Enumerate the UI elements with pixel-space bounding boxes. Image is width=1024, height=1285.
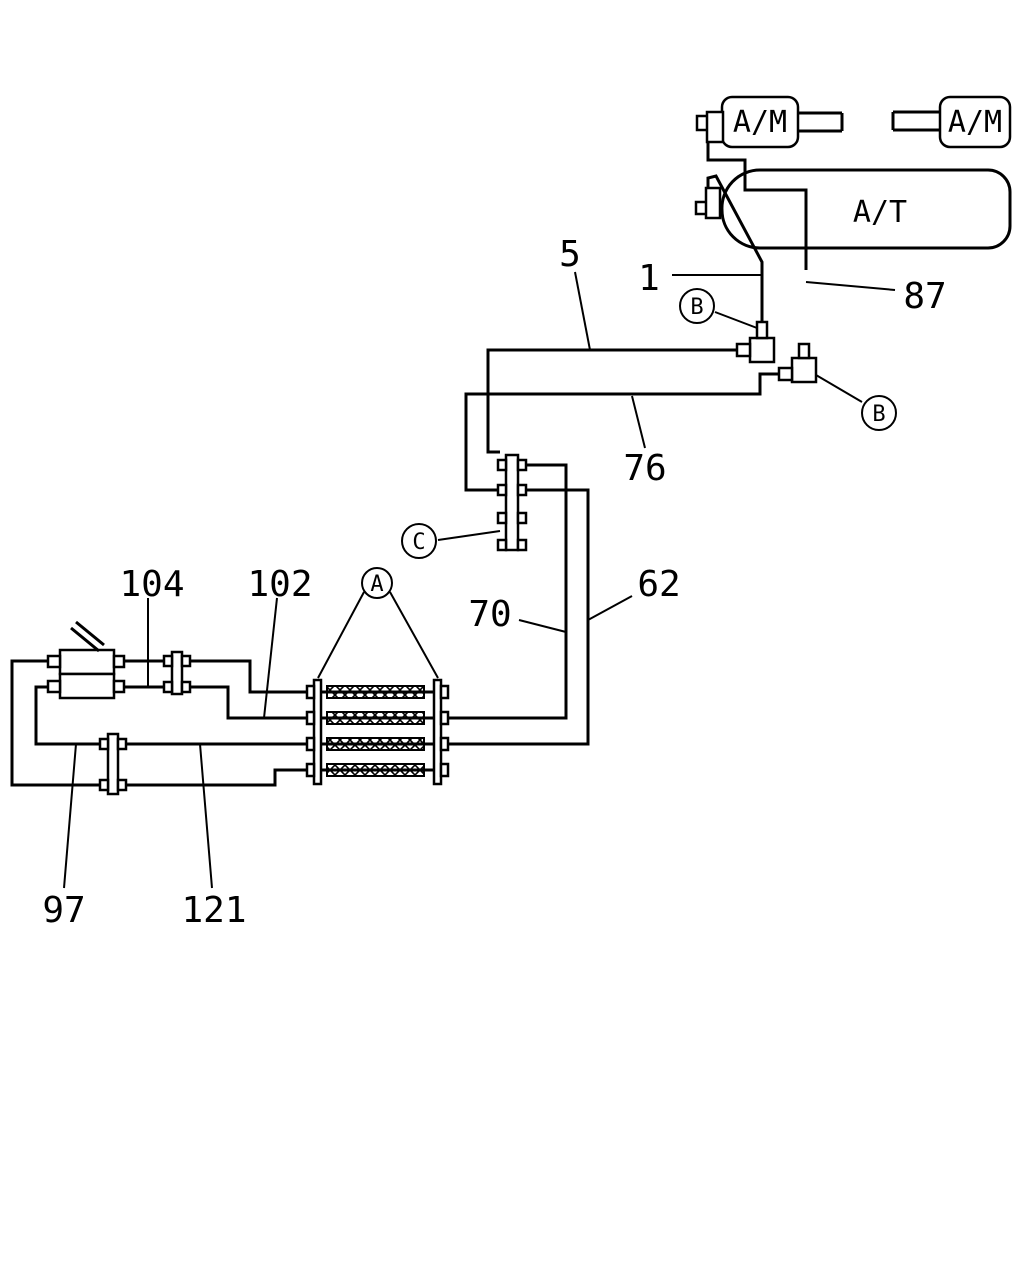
svg-text:A: A bbox=[370, 572, 383, 597]
at-tank: A/T bbox=[720, 168, 1012, 250]
callout-a: A bbox=[361, 567, 393, 599]
am-right-unit: A/M bbox=[891, 95, 1012, 149]
label-62: 62 bbox=[637, 564, 680, 605]
callout-b-lower: B bbox=[861, 395, 897, 431]
am-left-fitting bbox=[695, 110, 808, 270]
label-121: 121 bbox=[181, 890, 246, 931]
svg-text:C: C bbox=[412, 530, 425, 555]
svg-text:B: B bbox=[690, 295, 703, 320]
pipe-97 bbox=[10, 659, 307, 787]
heat-exchanger-a bbox=[305, 678, 450, 786]
label-76: 76 bbox=[623, 448, 666, 489]
manifold-c bbox=[496, 453, 528, 552]
leader-121 bbox=[199, 743, 213, 889]
leader-87 bbox=[805, 281, 896, 291]
label-102: 102 bbox=[247, 564, 312, 605]
leader-70 bbox=[518, 619, 567, 633]
valve-b-lower bbox=[777, 342, 818, 384]
callout-b-upper: B bbox=[679, 288, 715, 324]
pipe-62 bbox=[445, 488, 590, 746]
leader-76 bbox=[631, 395, 646, 449]
leader-b-lower bbox=[815, 374, 863, 403]
valve-b-upper bbox=[735, 320, 776, 364]
label-104: 104 bbox=[119, 564, 184, 605]
union-upper bbox=[162, 650, 192, 696]
at-tank-fitting bbox=[694, 174, 764, 322]
at-tank-label: A/T bbox=[853, 195, 907, 230]
am-left-label: A/M bbox=[733, 105, 787, 140]
left-unit bbox=[46, 620, 126, 700]
label-70: 70 bbox=[468, 594, 511, 635]
leader-102 bbox=[263, 597, 278, 719]
label-87: 87 bbox=[903, 276, 946, 317]
leader-a bbox=[317, 591, 439, 679]
am-left-unit: A/M bbox=[720, 95, 844, 149]
pipe-121 bbox=[34, 685, 307, 746]
leader-62 bbox=[587, 595, 633, 621]
pipe-5 bbox=[486, 348, 737, 454]
callout-c: C bbox=[401, 523, 437, 559]
pipe-76 bbox=[464, 372, 779, 492]
am-right-label: A/M bbox=[948, 105, 1002, 140]
pipe-70 bbox=[445, 463, 568, 720]
leader-c bbox=[437, 530, 501, 541]
union-lower bbox=[98, 732, 128, 796]
leader-97 bbox=[63, 743, 77, 889]
label-97: 97 bbox=[42, 890, 85, 931]
label-1: 1 bbox=[638, 258, 660, 299]
label-5: 5 bbox=[559, 234, 581, 275]
leader-b-upper bbox=[714, 311, 758, 329]
svg-text:B: B bbox=[872, 402, 885, 427]
leader-5 bbox=[574, 271, 591, 351]
